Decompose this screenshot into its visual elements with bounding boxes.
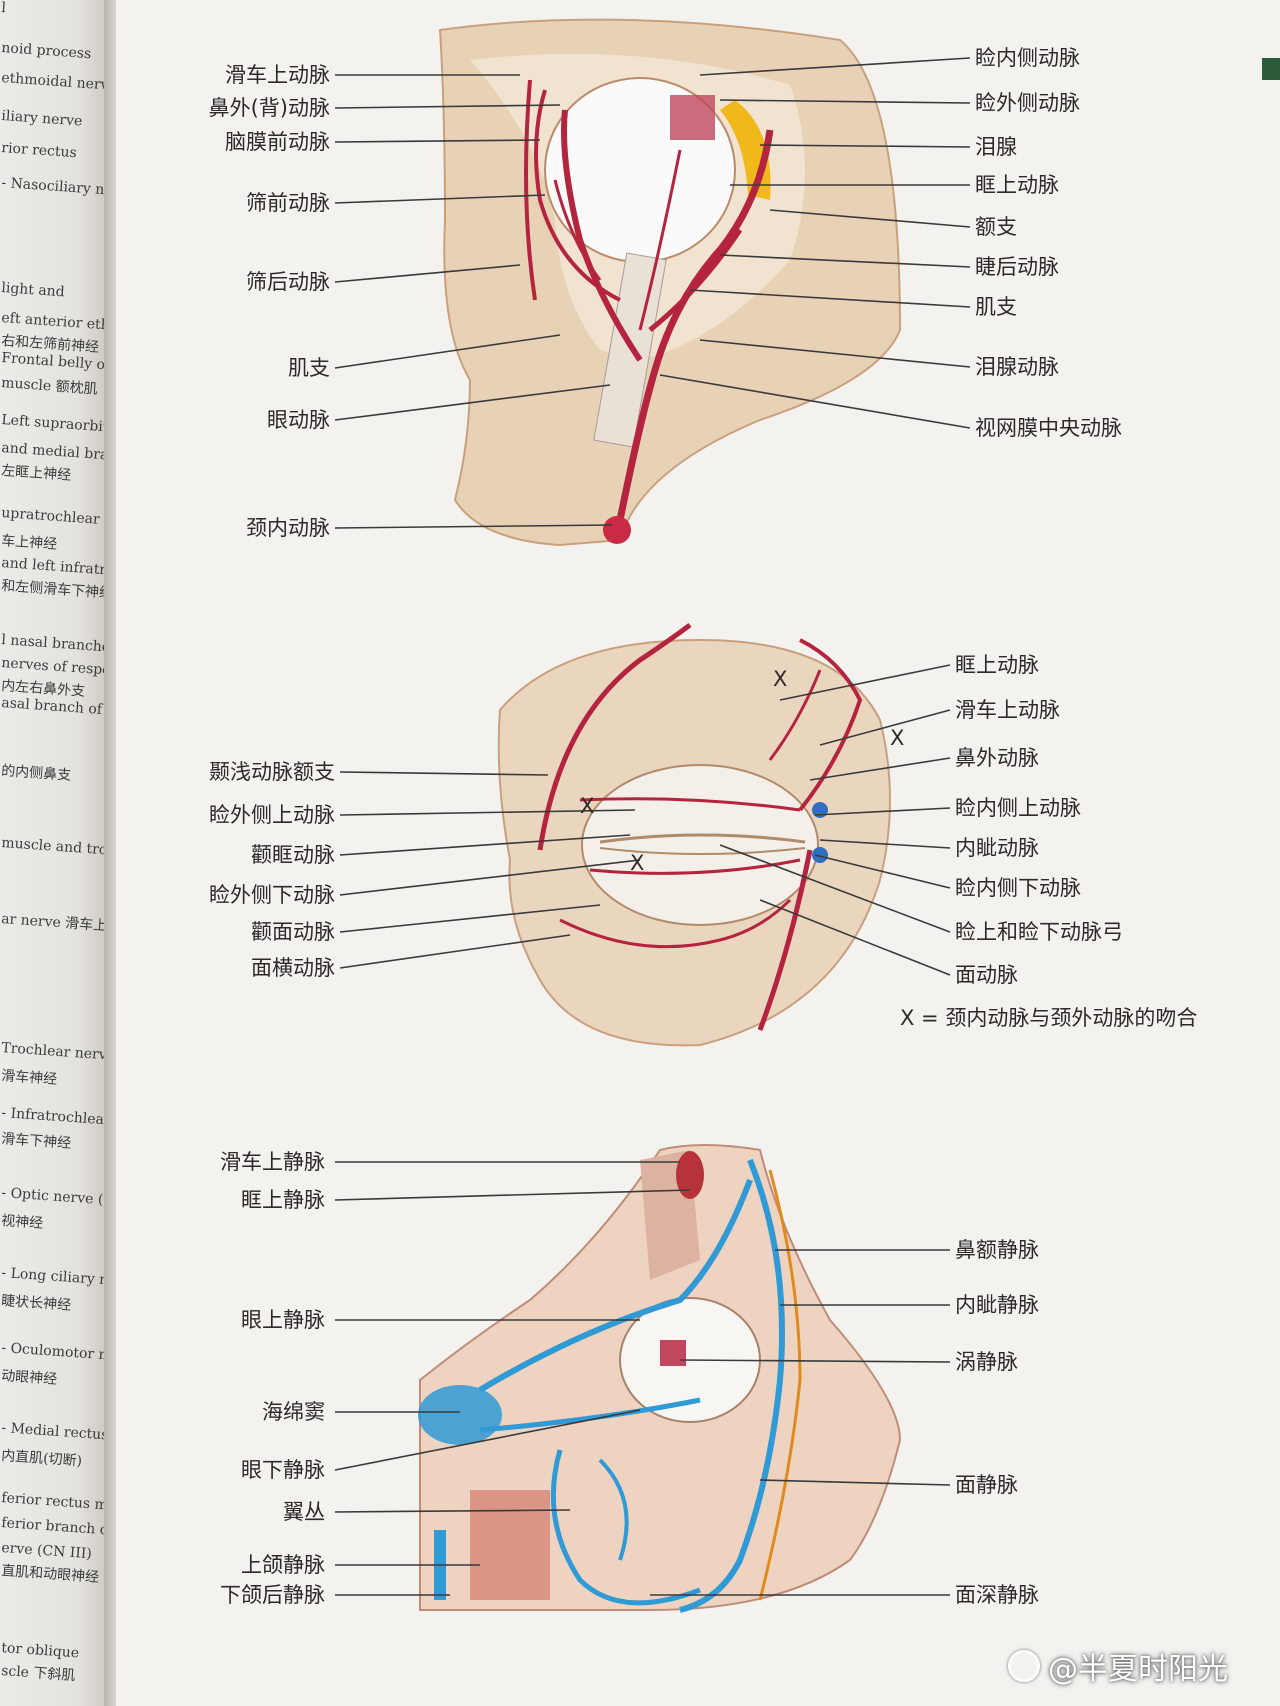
fig1-left-label: 鼻外(背)动脉 xyxy=(209,96,330,120)
fig3-cavernous-sinus xyxy=(418,1385,502,1445)
fig2-left-label: 颧眶动脉 xyxy=(251,843,335,867)
fig2-left-label-leader xyxy=(339,771,549,776)
fig1-left-label-leader xyxy=(334,384,611,421)
fig2-right-label: 内眦动脉 xyxy=(955,836,1039,860)
fig3-left-label: 海绵窦 xyxy=(262,1400,325,1424)
fig2-right-label-leader xyxy=(779,664,951,701)
fig1-left-label: 颈内动脉 xyxy=(246,516,330,540)
fig3-right-label: 内眦静脉 xyxy=(955,1293,1039,1317)
fig2-note: X = 颈内动脉与颈外动脉的吻合 xyxy=(900,1006,1197,1030)
green-cover-edge xyxy=(1262,58,1280,80)
fig1-left-label: 脑膜前动脉 xyxy=(225,130,330,154)
fig1-left-label-leader xyxy=(334,264,521,283)
watermark-icon xyxy=(1008,1650,1040,1682)
fig3-left-label-leader xyxy=(334,1509,571,1513)
fig1-left-label-leader xyxy=(334,524,613,529)
fig1-right-label: 睫后动脉 xyxy=(975,255,1059,279)
fig2-left-label-leader xyxy=(339,934,571,969)
anastomosis-mark: X xyxy=(890,726,904,750)
fig1-left-label-leader xyxy=(334,139,541,143)
fig1-right-label-leader xyxy=(769,209,971,228)
fig2-right-label-leader xyxy=(814,807,951,816)
fig1-left-label: 筛前动脉 xyxy=(246,191,330,215)
fig2-right-label: 面动脉 xyxy=(955,963,1018,987)
fig2-drawing xyxy=(497,622,891,1047)
fig1-right-label-leader xyxy=(699,57,971,76)
fig1-right-label: 眶上动脉 xyxy=(975,173,1059,197)
fig2-right-label: 睑内侧下动脉 xyxy=(955,876,1081,900)
fig2-right-label-leader xyxy=(814,854,951,889)
fig1-right-label-leader xyxy=(759,144,971,148)
fig2-left-label-leader xyxy=(339,859,641,896)
fig1-right-label-leader xyxy=(659,374,971,429)
fig3-drawing xyxy=(418,1144,902,1613)
fig3-left-label: 下颌后静脉 xyxy=(220,1583,325,1607)
anastomosis-mark: X xyxy=(773,667,787,691)
label-layer: 滑车上动脉鼻外(背)动脉脑膜前动脉筛前动脉筛后动脉肌支眼动脉颈内动脉睑内侧动脉睑… xyxy=(209,46,1198,1607)
fig1-left-label-leader xyxy=(334,104,561,109)
fig2-left-label: 睑外侧下动脉 xyxy=(209,883,335,907)
fig1-right-label-leader xyxy=(699,339,971,368)
fig1-right-label: 额支 xyxy=(975,215,1017,239)
fig2-right-label-leader xyxy=(809,757,951,781)
fig1-left-label-leader xyxy=(334,194,546,204)
fig3-left-label: 眶上静脉 xyxy=(241,1188,325,1212)
fig3-left-label: 翼丛 xyxy=(283,1500,325,1524)
fig1-right-label: 睑内侧动脉 xyxy=(975,46,1080,70)
fig2-left-label: 颞浅动脉额支 xyxy=(209,760,335,784)
fig2-right-label-leader xyxy=(819,709,951,746)
fig1-left-label-leader xyxy=(334,334,561,369)
fig3-left-label: 上颌静脉 xyxy=(241,1553,325,1577)
fig3-right-label: 鼻额静脉 xyxy=(955,1238,1039,1262)
fig3-right-label: 涡静脉 xyxy=(955,1350,1018,1374)
fig2-right-label: 睑内侧上动脉 xyxy=(955,796,1081,820)
fig2-orbit xyxy=(581,764,819,926)
fig1-right-label-leader xyxy=(689,289,971,308)
fig2-right-label-leader xyxy=(759,899,951,976)
fig1-right-label: 泪腺 xyxy=(975,135,1017,159)
fig2-left-label-leader xyxy=(339,809,636,816)
fig2-right-label: 鼻外动脉 xyxy=(955,746,1039,770)
fig3-left-label-leader xyxy=(334,1409,641,1471)
fig2-left-label: 颧面动脉 xyxy=(251,920,335,944)
fig1-right-label: 视网膜中央动脉 xyxy=(975,416,1122,440)
fig2-right-label: 睑上和睑下动脉弓 xyxy=(955,920,1123,944)
fig1-left-label: 筛后动脉 xyxy=(246,270,330,294)
fig1-right-label: 肌支 xyxy=(975,295,1017,319)
fig1-drawing xyxy=(438,18,902,547)
fig3-left-label-leader xyxy=(334,1189,691,1201)
fig3-right-label: 面静脉 xyxy=(955,1473,1018,1497)
fig3-right-label: 面深静脉 xyxy=(955,1583,1039,1607)
fig2-right-label: 眶上动脉 xyxy=(955,653,1039,677)
fig1-left-label: 眼动脉 xyxy=(267,408,330,432)
fig1-right-label: 泪腺动脉 xyxy=(975,355,1059,379)
fig2-left-label-leader xyxy=(339,834,631,856)
anastomosis-mark: X xyxy=(630,851,644,875)
fig1-left-label: 肌支 xyxy=(288,356,330,380)
fig2-left-label: 面横动脉 xyxy=(251,956,335,980)
fig1-right-label-leader xyxy=(719,99,971,104)
fig3-right-label-leader xyxy=(759,1479,951,1486)
fig2-right-label: 滑车上动脉 xyxy=(955,698,1060,722)
fig2-left-label: 睑外侧上动脉 xyxy=(209,803,335,827)
fig3-left-label: 眼上静脉 xyxy=(241,1308,325,1332)
fig3-left-label: 眼下静脉 xyxy=(241,1458,325,1482)
watermark: @半夏时阳光 xyxy=(1008,1644,1228,1688)
fig3-right-label-leader xyxy=(679,1359,951,1363)
anastomosis-mark: X xyxy=(580,794,594,818)
watermark-text: @半夏时阳光 xyxy=(1048,1652,1228,1687)
fig3-left-label: 滑车上静脉 xyxy=(220,1150,325,1174)
fig1-left-label: 滑车上动脉 xyxy=(225,63,330,87)
fig1-right-label-leader xyxy=(719,254,971,268)
fig1-right-label: 睑外侧动脉 xyxy=(975,91,1080,115)
fig2-right-label-leader xyxy=(719,844,951,933)
fig2-left-label-leader xyxy=(339,904,601,933)
fig2-right-label-leader xyxy=(819,839,951,849)
